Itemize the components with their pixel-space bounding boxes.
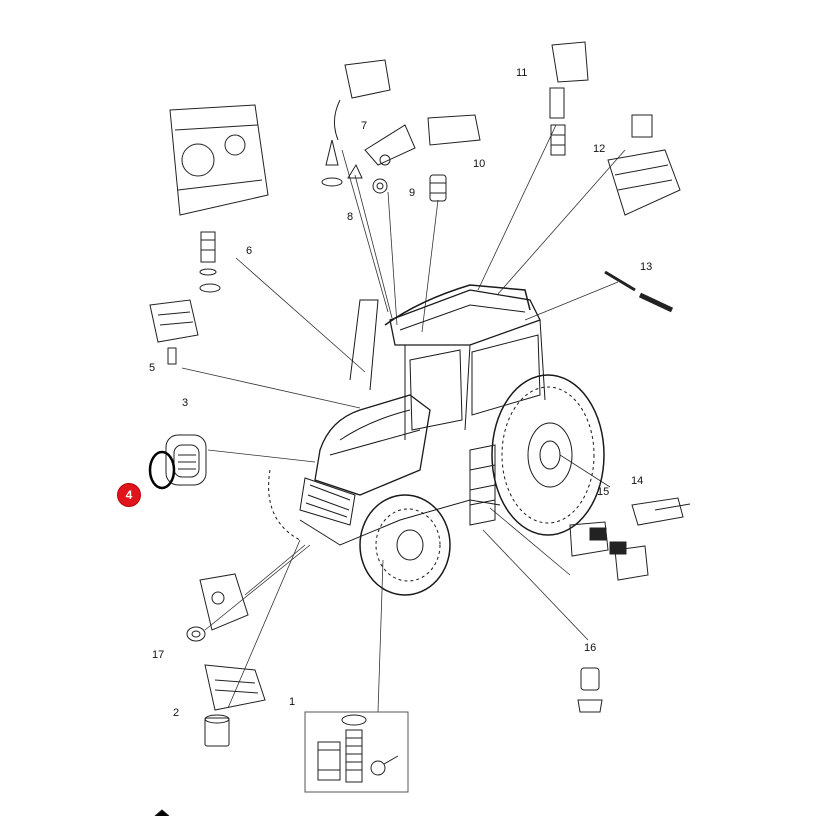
- callout-5[interactable]: 5: [149, 362, 156, 374]
- part-10-cartridge-filter[interactable]: [429, 174, 447, 202]
- callout-16[interactable]: 16: [584, 642, 597, 654]
- part-17-gearbox-filter[interactable]: [186, 573, 249, 642]
- part-16-dryer-canister[interactable]: [577, 667, 603, 713]
- part-5-hydraulic-valve[interactable]: [149, 299, 199, 365]
- callout-14[interactable]: 14: [631, 475, 644, 487]
- part-11-pilot-filter[interactable]: [549, 41, 589, 156]
- part-7-hydraulic-element[interactable]: [321, 59, 391, 187]
- callout-3[interactable]: 3: [182, 397, 189, 409]
- callout-4-selected[interactable]: 4: [118, 484, 140, 506]
- part-14-cabin-filter[interactable]: [631, 497, 691, 526]
- part-6-transmission-filter[interactable]: [169, 104, 269, 293]
- part-9-seal-rings[interactable]: [372, 114, 481, 194]
- tractor-illustration: [268, 284, 605, 596]
- callout-7[interactable]: 7: [361, 120, 368, 132]
- part-12-valve-block[interactable]: [607, 114, 681, 216]
- callout-13[interactable]: 13: [640, 261, 653, 273]
- callout-11[interactable]: 11: [516, 67, 528, 79]
- part-1-filter-kit[interactable]: [304, 711, 409, 793]
- callout-12[interactable]: 12: [593, 143, 606, 155]
- part-15-recirculation-filters[interactable]: [569, 521, 649, 581]
- part-2-fuel-filter[interactable]: [204, 664, 266, 747]
- callout-9[interactable]: 9: [409, 187, 416, 199]
- callout-6[interactable]: 6: [246, 245, 253, 257]
- part-4-safety-filter[interactable]: [148, 450, 176, 490]
- part-13-gas-strut[interactable]: [604, 270, 674, 313]
- callout-2[interactable]: 2: [173, 707, 180, 719]
- callout-10[interactable]: 10: [473, 158, 486, 170]
- part-8-suction-strainer[interactable]: [347, 124, 416, 179]
- callout-1[interactable]: 1: [289, 696, 296, 708]
- page-edge-mark: [154, 809, 170, 816]
- part-3-air-filter[interactable]: [165, 434, 207, 486]
- callout-8[interactable]: 8: [347, 211, 354, 223]
- callout-17[interactable]: 17: [152, 649, 165, 661]
- callout-15[interactable]: 15: [597, 486, 610, 498]
- leader-lines: [181, 124, 626, 713]
